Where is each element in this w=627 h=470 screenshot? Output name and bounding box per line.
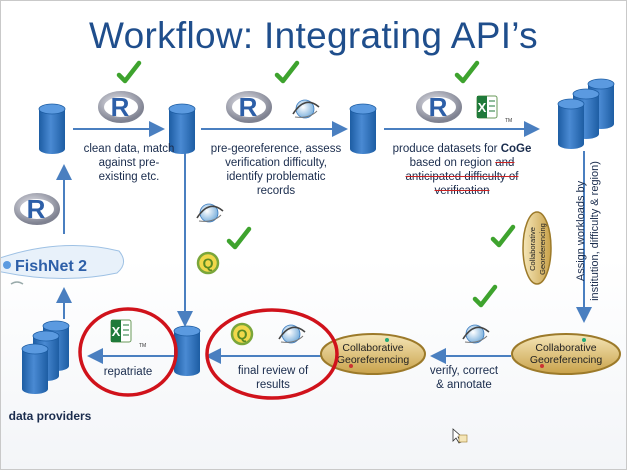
globe-icon [462, 324, 490, 344]
database-icon [38, 103, 66, 155]
excel-tm: TM [139, 343, 146, 349]
data-providers-label: data providers [8, 409, 92, 423]
flow-arrows [56, 121, 592, 364]
data-providers-database-stack-icon [21, 320, 70, 395]
svg-text:Georeferencing: Georeferencing [530, 354, 603, 366]
globe-icon [278, 324, 306, 344]
database-icon [173, 325, 201, 377]
r-logo-icon [101, 92, 141, 122]
collaborative-georeferencing-logo: Collaborative Georeferencing [511, 333, 621, 375]
collaborative-georeferencing-logo-vertical: Collaborative Georeferencing [522, 211, 552, 285]
checkmark-icon [277, 63, 297, 81]
svg-text:Collaborative: Collaborative [528, 227, 537, 271]
excel-icon [476, 95, 498, 119]
checkmark-icon [457, 63, 477, 81]
slide-title: Workflow: Integrating API’s [89, 15, 538, 56]
checkmark-icon [475, 287, 495, 305]
checkmark-icon [493, 227, 513, 245]
r-logo-icon [419, 92, 459, 122]
svg-text:Collaborative: Collaborative [535, 342, 596, 354]
r-logo-icon [17, 194, 57, 224]
qgis-icon [196, 251, 220, 275]
globe-icon [292, 99, 320, 119]
verify-correct-annotate-label: verify, correct & annotate [429, 365, 499, 391]
checkmark-icon [119, 63, 139, 81]
excel-icon [110, 319, 132, 343]
collaborative-georeferencing-logo: Collaborative Georeferencing [320, 333, 426, 375]
pre-georeference-label: pre-georeference, assess verification di… [210, 143, 342, 197]
r-logo-icon [229, 92, 269, 122]
final-review-label: final review of results [237, 365, 309, 391]
svg-text:Georeferencing: Georeferencing [538, 223, 547, 275]
repatriate-label: repatriate [103, 366, 153, 378]
final-review-highlight-circle [205, 308, 339, 400]
assign-workloads-label: Assign workloads by institution, difficu… [575, 161, 601, 301]
database-stack-icon [557, 78, 615, 150]
svg-text:Georeferencing: Georeferencing [337, 354, 410, 366]
cursor-icon [452, 428, 468, 444]
fishnet-logo: FishNet 2 [1, 245, 124, 285]
database-icon [349, 103, 377, 155]
checkmark-icon [229, 229, 249, 247]
globe-icon [196, 203, 224, 223]
svg-text:Collaborative: Collaborative [342, 342, 403, 354]
produce-datasets-label: produce datasets for CoGe based on regio… [392, 143, 532, 197]
repatriate-highlight-circle [78, 307, 178, 397]
fishnet-logo-text: FishNet 2 [15, 258, 87, 275]
excel-tm: TM [505, 118, 512, 124]
clean-data-label: clean data, match against pre-existing e… [83, 143, 175, 183]
qgis-icon [230, 322, 254, 346]
